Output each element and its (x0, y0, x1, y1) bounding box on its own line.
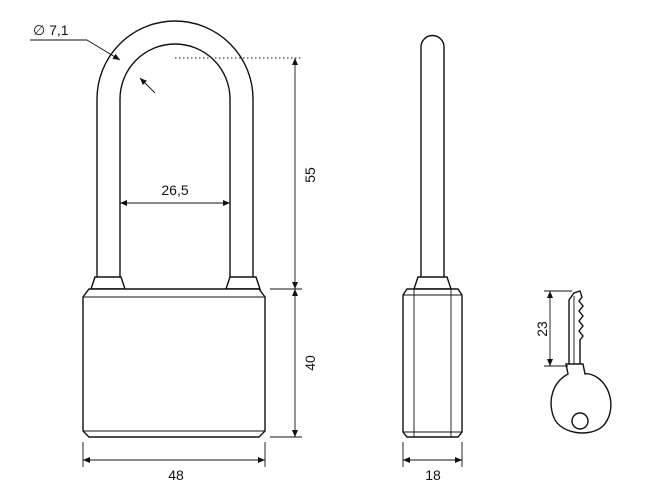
shackle-diameter-label: ∅ 7,1 (33, 22, 69, 38)
body-height-dimension: 40 (270, 289, 318, 438)
shackle-height-dimension: 55 (175, 57, 318, 290)
key-bow (550, 363, 612, 434)
body-thickness-dimension: 18 (402, 442, 463, 483)
shackle-collar-left (90, 276, 126, 290)
shackle-side (420, 34, 445, 281)
key-blade (568, 290, 584, 369)
body-thickness-label: 18 (425, 467, 441, 483)
shackle-height-label: 55 (302, 167, 318, 183)
shackle-collar-side (413, 276, 452, 290)
shackle-collar-right (225, 276, 261, 290)
key-length-dimension: 23 (534, 290, 572, 367)
shackle-diameter-callout: ∅ 7,1 (30, 22, 156, 94)
body-height-label: 40 (302, 355, 318, 371)
lock-body-front (82, 288, 266, 438)
side-view (402, 34, 463, 438)
key (550, 290, 612, 434)
key-hole (571, 412, 589, 430)
body-width-label: 48 (168, 467, 184, 483)
shackle-front (96, 20, 254, 281)
body-width-dimension: 48 (82, 442, 266, 483)
key-length-label: 23 (534, 321, 550, 337)
inner-width-dimension: 26,5 (120, 182, 230, 206)
lock-body-side (402, 288, 463, 438)
inner-width-label: 26,5 (161, 182, 188, 198)
front-view (82, 20, 266, 438)
